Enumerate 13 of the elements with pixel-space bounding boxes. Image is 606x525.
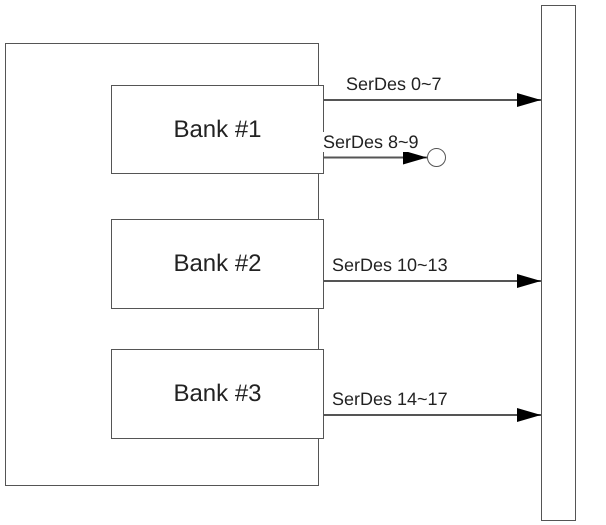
vertical-bar (541, 5, 576, 521)
arrow (323, 150, 427, 164)
bank-label: Bank #3 (172, 380, 263, 408)
bank-label: Bank #2 (172, 250, 263, 278)
arrow (323, 408, 541, 422)
terminal-circle (427, 148, 446, 167)
edge-label: SerDes 8~9 (322, 132, 420, 152)
arrow (323, 93, 541, 107)
arrow (323, 274, 541, 288)
bank-label: Bank #1 (172, 116, 263, 144)
bank-box (111, 349, 324, 439)
bank-box (111, 85, 324, 174)
bank-box (111, 219, 324, 309)
